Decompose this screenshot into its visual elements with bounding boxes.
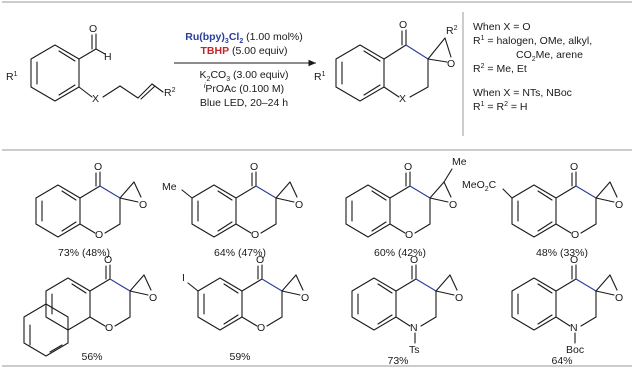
product-5-yield: 56% bbox=[81, 351, 102, 363]
product-8-ketone-o: O bbox=[570, 254, 578, 266]
reactant-r2: R2 bbox=[164, 87, 176, 99]
product-5-ring-o: O bbox=[105, 322, 113, 334]
reactant-aldehyde-o: O bbox=[89, 23, 97, 35]
product-1-ring-o: O bbox=[95, 229, 103, 241]
product-3-ketone-o: O bbox=[404, 161, 412, 173]
product-4-ketone-o: O bbox=[570, 161, 578, 173]
product-1-ketone-o: O bbox=[94, 161, 102, 173]
product-6-ketone-o: O bbox=[256, 254, 264, 266]
product-r1: R1 bbox=[314, 71, 326, 83]
reactant-aldehyde-h: H bbox=[104, 51, 112, 63]
product-7-yield: 73% bbox=[387, 355, 408, 367]
product-6-iodo: I bbox=[182, 272, 185, 284]
product-6-ring-o: O bbox=[257, 322, 265, 334]
product-6-structure bbox=[187, 264, 304, 331]
product-7-epoxide-o: O bbox=[455, 292, 463, 304]
product-2-structure bbox=[181, 171, 298, 238]
product-3-structure bbox=[345, 168, 453, 238]
condition-light: Blue LED, 20–24 h bbox=[200, 97, 288, 109]
product-2-ketone-o: O bbox=[250, 161, 258, 173]
product-7-structure bbox=[351, 264, 458, 344]
product-structure bbox=[335, 29, 452, 102]
condition-catalyst: Ru(bpy)3Cl2 (1.00 mol%) bbox=[185, 31, 303, 45]
product-6-yield: 59% bbox=[229, 351, 250, 363]
product-r2: R2 bbox=[446, 25, 458, 37]
condition-oxidant: TBHP (5.00 equiv) bbox=[201, 45, 288, 57]
product-4-yield: 48% (33%) bbox=[536, 247, 588, 259]
product-4-ring-o: O bbox=[571, 229, 579, 241]
product-2-epoxide-o: O bbox=[295, 199, 303, 211]
product-8-boc: Boc bbox=[566, 344, 584, 356]
reactant-r1: R1 bbox=[6, 71, 18, 83]
product-ketone-o: O bbox=[399, 19, 407, 31]
product-1-structure bbox=[35, 171, 142, 238]
scope-line-2: R1 = halogen, OMe, alkyl, bbox=[473, 35, 592, 47]
product-8-nitrogen: N bbox=[570, 322, 578, 334]
condition-base: K2CO3 (3.00 equiv) bbox=[200, 69, 289, 83]
condition-solvent: iPrOAc (0.100 M) bbox=[204, 83, 284, 95]
reactant-structure bbox=[30, 33, 164, 102]
product-8-structure bbox=[511, 264, 618, 344]
product-4-epoxide-o: O bbox=[615, 199, 623, 211]
product-5-structure bbox=[23, 264, 152, 357]
product-2-ring-o: O bbox=[251, 229, 259, 241]
product-2-methyl: Me bbox=[162, 181, 177, 193]
product-7-ts: Ts bbox=[409, 344, 420, 356]
scope-line-3: CO2Me, arene bbox=[516, 49, 583, 63]
scope-line-6: R1 = R2 = H bbox=[473, 101, 528, 113]
product-5-epoxide-o: O bbox=[149, 292, 157, 304]
product-2-yield: 64% (47%) bbox=[214, 247, 266, 259]
product-3-epoxide-o: O bbox=[449, 199, 457, 211]
product-3-methyl: Me bbox=[452, 156, 467, 168]
product-8-yield: 64% bbox=[551, 355, 572, 367]
scope-line-4: R2 = Me, Et bbox=[473, 63, 527, 75]
product-6-epoxide-o: O bbox=[301, 292, 309, 304]
scope-line-1: When X = O bbox=[473, 21, 530, 33]
product-8-epoxide-o: O bbox=[615, 292, 623, 304]
product-epoxide-o: O bbox=[447, 58, 455, 70]
product-4-structure bbox=[502, 171, 618, 238]
product-x-linker: X bbox=[399, 93, 406, 105]
reactant-x-linker: X bbox=[92, 93, 99, 105]
product-4-ester: MeO2C bbox=[462, 179, 497, 193]
product-3-yield: 60% (42%) bbox=[374, 247, 426, 259]
product-5-ketone-o: O bbox=[104, 254, 112, 266]
product-1-yield: 73% (48%) bbox=[58, 247, 110, 259]
product-7-ketone-o: O bbox=[410, 254, 418, 266]
scope-line-5: When X = NTs, NBoc bbox=[473, 87, 572, 99]
product-1-epoxide-o: O bbox=[139, 199, 147, 211]
product-7-nitrogen: N bbox=[410, 322, 418, 334]
product-3-ring-o: O bbox=[405, 229, 413, 241]
